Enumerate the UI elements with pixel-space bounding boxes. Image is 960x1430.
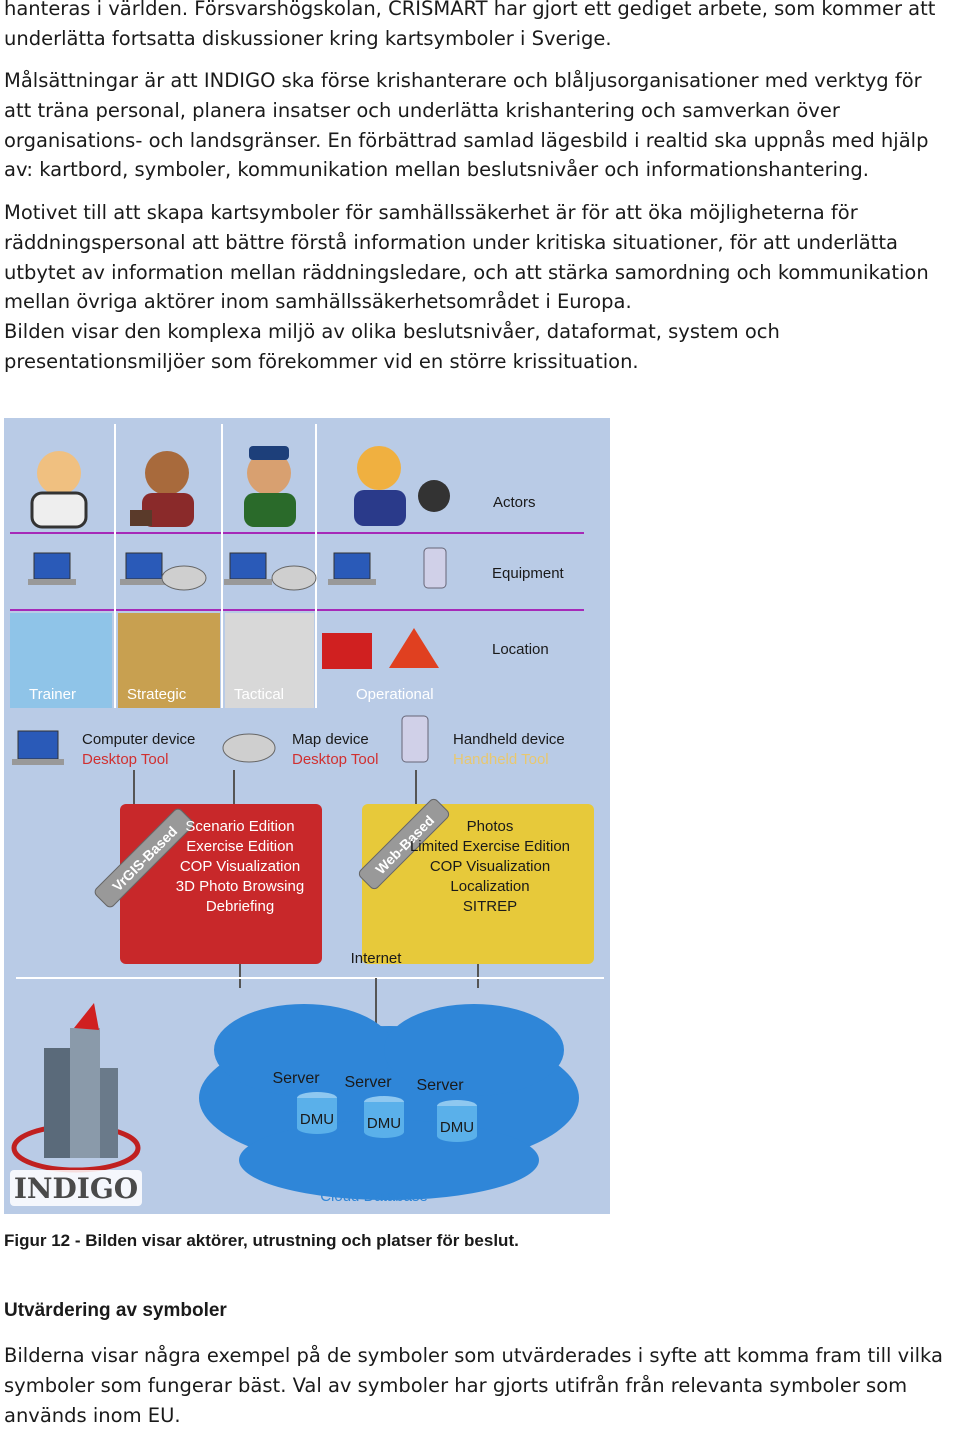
dmu-cylinder-icon <box>364 1096 404 1138</box>
strategic-actor-icon <box>130 451 194 527</box>
figure-caption: Figur 12 - Bilden visar aktörer, utrustn… <box>4 1231 519 1250</box>
column-label-tactical: Tactical <box>234 686 284 703</box>
row-label-actors: Actors <box>493 494 536 511</box>
dmu-label: DMU <box>367 1115 401 1132</box>
strategic-location-icon <box>118 613 220 708</box>
handheld-device-label: Handheld device <box>453 731 565 748</box>
indigo-logo: INDIGO <box>10 1003 142 1206</box>
vrgis-feature: Exercise Edition <box>186 838 294 855</box>
vrgis-feature: Scenario Edition <box>185 818 294 835</box>
computer-device-icon <box>12 730 64 765</box>
figure-intro-paragraph: Bilden visar den komplexa miljö av olika… <box>4 320 780 373</box>
evaluation-paragraph: Bilderna visar några exempel på de symbo… <box>4 1344 943 1427</box>
web-feature: Photos <box>467 818 514 835</box>
server-label: Server <box>344 1074 392 1091</box>
vrgis-feature: Debriefing <box>206 898 274 915</box>
section-heading: Utvärdering av symboler <box>4 1300 227 1321</box>
map-device-icon <box>222 733 276 763</box>
motive-paragraph: Motivet till att skapa kartsymboler för … <box>4 201 929 314</box>
handheld-icon <box>423 547 447 589</box>
vrgis-feature: 3D Photo Browsing <box>176 878 304 895</box>
indigo-architecture-figure: Actors Equipment Trainer Strategic Tacti… <box>4 418 610 1214</box>
intro-paragraph: hanteras i världen. Försvarshögskolan, C… <box>4 0 936 50</box>
dmu-label: DMU <box>440 1119 474 1136</box>
row-label-location: Location <box>492 641 549 658</box>
dmu-cylinder-icon <box>297 1092 337 1134</box>
cloud-database-label: Cloud Database <box>320 1188 428 1205</box>
dmu-cylinder-icon <box>437 1100 477 1142</box>
trainer-actor-icon <box>30 451 88 529</box>
web-feature: Limited Exercise Edition <box>410 838 570 855</box>
goals-paragraph: Målsättningar är att INDIGO ska förse kr… <box>4 69 929 182</box>
column-label-trainer: Trainer <box>29 686 76 703</box>
tactical-actor-icon <box>244 446 296 527</box>
svg-text:INDIGO: INDIGO <box>14 1172 138 1205</box>
operational-actor-icon <box>354 446 450 526</box>
web-feature: COP Visualization <box>430 858 550 875</box>
trainer-location-icon <box>10 613 112 708</box>
map-device-tool: Desktop Tool <box>292 751 378 768</box>
tactical-location-icon <box>225 613 314 708</box>
dmu-label: DMU <box>300 1111 334 1128</box>
web-feature: SITREP <box>463 898 517 915</box>
handheld-device-tool: Handheld Tool <box>453 751 549 768</box>
computer-device-label: Computer device <box>82 731 195 748</box>
map-table-icon <box>161 565 207 591</box>
web-feature: Localization <box>450 878 529 895</box>
operational-laptop-icon <box>328 552 376 585</box>
column-label-operational: Operational <box>356 686 434 703</box>
computer-device-tool: Desktop Tool <box>82 751 168 768</box>
column-label-strategic: Strategic <box>127 686 187 703</box>
map-device-label: Map device <box>292 731 369 748</box>
map-table-icon <box>271 565 317 591</box>
internet-label: Internet <box>351 950 403 967</box>
server-label: Server <box>416 1077 464 1094</box>
operational-location-icon <box>322 628 439 669</box>
handheld-device-icon <box>401 715 429 763</box>
server-label: Server <box>272 1070 320 1087</box>
row-label-equipment: Equipment <box>492 565 565 582</box>
trainer-laptop-icon <box>28 552 76 585</box>
vrgis-feature: COP Visualization <box>180 858 300 875</box>
tactical-laptop-icon <box>224 552 272 585</box>
strategic-laptop-icon <box>120 552 168 585</box>
